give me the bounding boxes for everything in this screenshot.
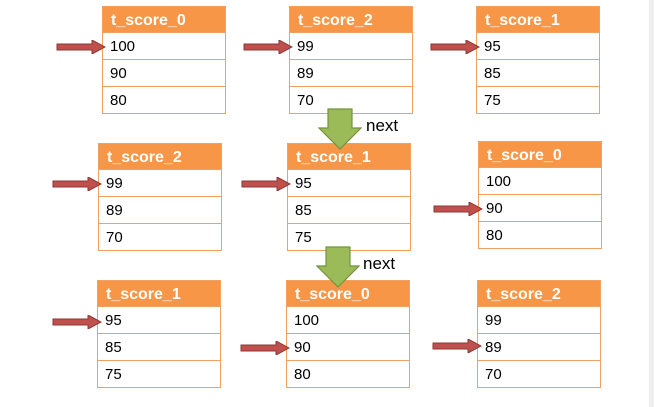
row-pointer-arrow-icon [56, 40, 106, 54]
table-cell: 95 [476, 33, 600, 60]
table-cell: 100 [286, 307, 410, 334]
table-t-score-1: t_score_1 95 85 75 [476, 6, 600, 114]
table-header: t_score_0 [102, 6, 226, 33]
table-cell: 80 [478, 222, 602, 249]
table-t-score-0: t_score_0 100 90 80 [286, 280, 410, 388]
row-pointer-arrow-icon [430, 40, 480, 54]
table-t-score-0: t_score_0 100 90 80 [102, 6, 226, 114]
table-cell: 99 [98, 170, 222, 197]
table-header: t_score_2 [98, 143, 222, 170]
table-cell: 90 [478, 195, 602, 222]
table-cell: 70 [477, 361, 601, 388]
table-cell: 85 [476, 60, 600, 87]
table-cell: 99 [477, 307, 601, 334]
table-header: t_score_1 [287, 143, 411, 170]
table-cell: 85 [287, 197, 411, 224]
table-cell: 70 [98, 224, 222, 251]
table-cell: 75 [476, 87, 600, 114]
table-t-score-2: t_score_2 99 89 70 [98, 143, 222, 251]
right-edge-strip [649, 0, 654, 407]
table-cell: 80 [286, 361, 410, 388]
table-header: t_score_2 [477, 280, 601, 307]
table-cell: 100 [478, 168, 602, 195]
down-arrow-icon [316, 246, 360, 288]
down-arrow-icon [318, 108, 362, 150]
table-header: t_score_2 [289, 6, 413, 33]
table-cell: 90 [286, 334, 410, 361]
table-t-score-2: t_score_2 99 89 70 [289, 6, 413, 114]
row-pointer-arrow-icon [433, 202, 483, 216]
table-t-score-1: t_score_1 95 85 75 [97, 280, 221, 388]
table-t-score-1: t_score_1 95 85 75 [287, 143, 411, 251]
next-label: next [366, 116, 399, 135]
table-header: t_score_1 [476, 6, 600, 33]
table-cell: 95 [287, 170, 411, 197]
row-pointer-arrow-icon [52, 177, 102, 191]
table-header: t_score_0 [286, 280, 410, 307]
row-pointer-arrow-icon [432, 339, 482, 353]
row-pointer-arrow-icon [52, 315, 102, 329]
table-cell: 90 [102, 60, 226, 87]
next-label: next [363, 254, 396, 273]
table-cell: 89 [98, 197, 222, 224]
table-header: t_score_0 [478, 141, 602, 168]
table-cell: 80 [102, 87, 226, 114]
table-cell: 75 [97, 361, 221, 388]
table-cell: 89 [289, 60, 413, 87]
table-header: t_score_1 [97, 280, 221, 307]
row-pointer-arrow-icon [240, 341, 290, 355]
table-cell: 100 [102, 33, 226, 60]
table-cell: 99 [289, 33, 413, 60]
table-cell: 85 [97, 334, 221, 361]
row-pointer-arrow-icon [243, 40, 293, 54]
table-t-score-0: t_score_0 100 90 80 [478, 141, 602, 249]
row-pointer-arrow-icon [241, 177, 291, 191]
table-cell: 89 [477, 334, 601, 361]
table-t-score-2: t_score_2 99 89 70 [477, 280, 601, 388]
table-cell: 95 [97, 307, 221, 334]
